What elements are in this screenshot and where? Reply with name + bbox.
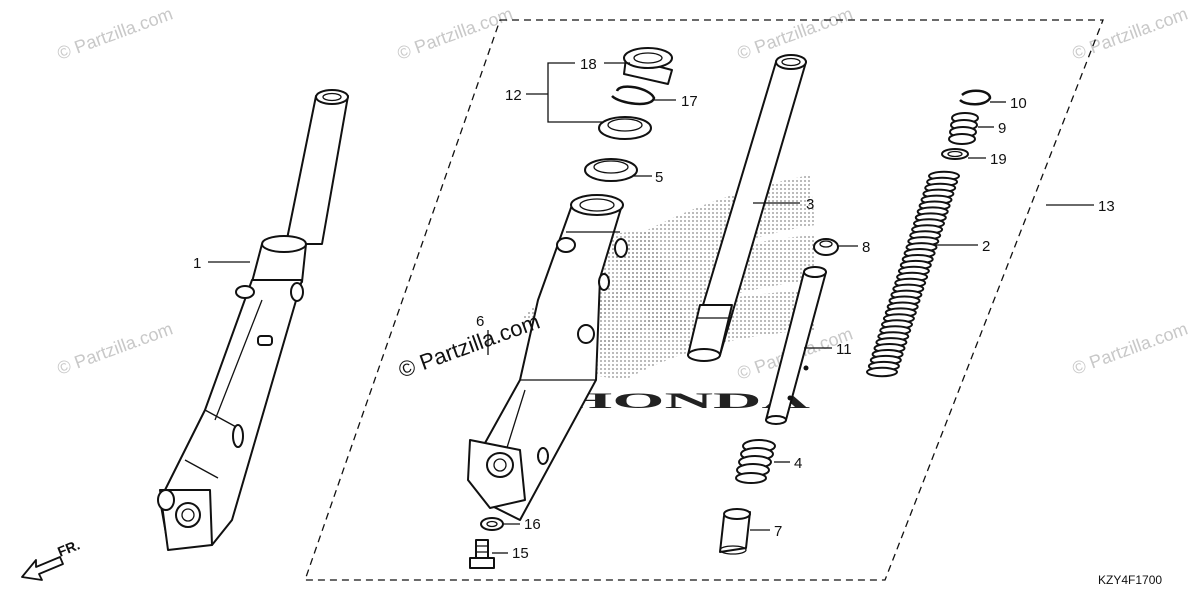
callout-11: 11	[836, 341, 852, 358]
callout-9: 9	[998, 120, 1006, 137]
part-piston-ring	[813, 238, 839, 256]
diagram-code: KZY4F1700	[1098, 573, 1162, 587]
part-sealing-washer	[480, 517, 504, 531]
front-label: FR.	[55, 536, 82, 559]
callout-15: 15	[512, 545, 529, 562]
center-watermark: © Partzilla.com	[395, 309, 543, 383]
callout-18: 18	[580, 56, 597, 73]
callout-6: 6	[476, 313, 484, 330]
part-stopper-ring	[959, 89, 992, 106]
callout-8: 8	[862, 239, 870, 256]
callout-3: 3	[806, 196, 814, 213]
spring-coil	[866, 366, 898, 378]
callout-2: 2	[982, 238, 990, 255]
watermark: © Partzilla.com	[1070, 318, 1191, 378]
callout-7: 7	[774, 523, 782, 540]
watermark: © Partzilla.com	[55, 3, 176, 63]
callout-4: 4	[794, 455, 802, 472]
callout-5: 5	[655, 169, 663, 186]
part-back-up-ring	[584, 158, 638, 182]
callout-16: 16	[524, 516, 541, 533]
part-oil-seal	[598, 116, 652, 140]
front-arrow-icon	[21, 556, 64, 581]
part-fork-pipe	[687, 54, 807, 362]
part-spring-collar	[948, 112, 979, 145]
part-socket-bolt	[469, 539, 495, 569]
part-fork-piston	[765, 266, 827, 425]
callout-10: 10	[1010, 95, 1027, 112]
part-fork-spring	[866, 170, 960, 378]
part-washer	[941, 148, 969, 160]
callout-17: 17	[681, 93, 698, 110]
callout-19: 19	[990, 151, 1007, 168]
callout-13: 13	[1098, 198, 1115, 215]
callout-labels: 1 18 17 12 5 6 16 15 3 8 11 4 7 10 9 19 …	[193, 56, 1115, 562]
part-rebound-spring	[735, 439, 776, 484]
leader-lines	[208, 62, 1094, 554]
watermark: © Partzilla.com	[1070, 3, 1191, 63]
leader-line	[547, 62, 602, 123]
part-snap-ring	[611, 85, 656, 106]
watermark: © Partzilla.com	[395, 3, 516, 63]
part-oil-lock-piece	[719, 508, 751, 555]
callout-12: 12	[505, 87, 522, 104]
callout-1: 1	[193, 255, 201, 272]
part-bottom-case	[467, 194, 628, 521]
part-fork-leg-assembly	[157, 89, 349, 551]
part-dust-seal	[623, 47, 673, 85]
assembly-boundary	[304, 19, 1104, 581]
watermark: © Partzilla.com	[55, 318, 176, 378]
front-direction-indicator: FR.	[21, 536, 82, 581]
